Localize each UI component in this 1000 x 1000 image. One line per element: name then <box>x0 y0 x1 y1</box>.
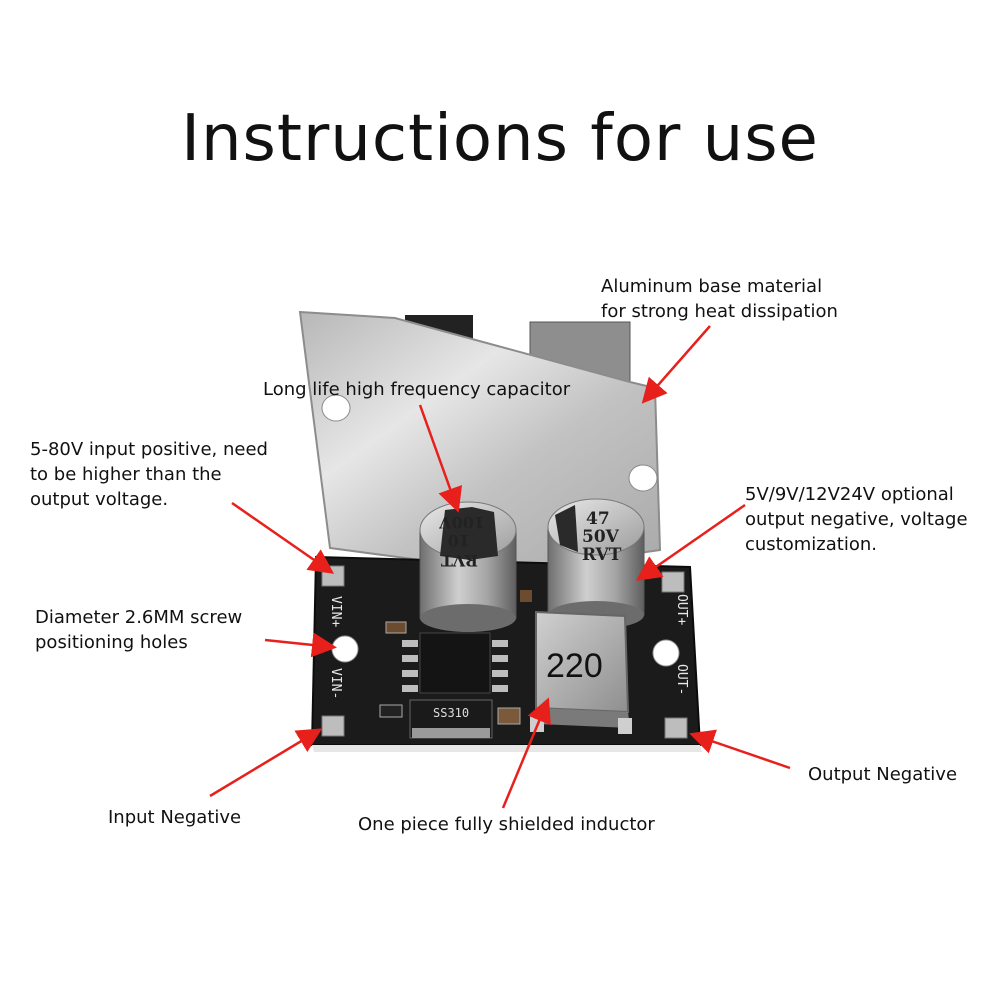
callout-output-negative-voltage: 5V/9V/12V24V optional output negative, v… <box>745 484 968 555</box>
smd-capacitor-1 <box>497 707 521 725</box>
arrow-output-negative-voltage <box>635 503 746 581</box>
cap2-line1: 47 <box>586 509 610 529</box>
callout-capacitor: Long life high frequency capacitor <box>263 379 571 400</box>
cap1-line2: 100V <box>439 513 485 532</box>
capacitor-1 <box>419 501 517 632</box>
ic-pins <box>402 640 508 692</box>
silk-vin-plus: VIN+ <box>328 596 343 627</box>
cap2-line2: 50V <box>582 527 620 547</box>
pad-out-minus <box>664 717 688 739</box>
aluminum-hole-right <box>628 464 658 492</box>
diode-lead <box>412 728 490 738</box>
arrow-input-negative <box>209 728 323 798</box>
callout-input-positive: 5-80V input positive, need to be higher … <box>30 439 268 510</box>
cap2-line3: RVT <box>582 545 622 565</box>
smd-capacitor-2 <box>520 590 532 602</box>
cap1-line1: 10 <box>448 531 470 550</box>
page-title: Instructions for use <box>181 102 819 176</box>
callout-output-negative: Output Negative <box>808 764 958 785</box>
aluminum-hole-left <box>321 394 351 422</box>
smd-resistor-1 <box>385 621 407 634</box>
arrow-capacitor <box>418 404 463 513</box>
smd-resistor-2 <box>379 704 403 718</box>
pad-out-plus <box>661 571 685 593</box>
screw-hole-right <box>652 639 680 667</box>
cap1-line3: RVT <box>441 551 478 570</box>
silk-vin-minus: VIN- <box>328 668 343 699</box>
callout-input-negative: Input Negative <box>108 807 242 828</box>
ic-chip <box>419 632 491 694</box>
shielded-inductor <box>530 610 632 734</box>
screw-hole-left <box>331 635 359 663</box>
silk-out-plus: OUT+ <box>674 594 689 625</box>
arrow-screw-holes <box>264 632 337 658</box>
pad-vin-minus <box>321 715 345 737</box>
silk-out-minus: OUT- <box>674 664 689 695</box>
arrow-aluminum <box>641 325 711 404</box>
arrow-inductor <box>501 697 551 809</box>
callout-inductor: One piece fully shielded inductor <box>358 814 655 835</box>
arrow-input-positive <box>231 501 335 574</box>
arrow-output-negative <box>689 729 791 770</box>
callout-aluminum: Aluminum base material for strong heat d… <box>601 276 838 322</box>
callout-screw-holes: Diameter 2.6MM screw positioning holes <box>35 607 243 653</box>
diode-marking: SS310 <box>433 706 469 720</box>
pcb-edge <box>312 745 702 752</box>
inductor-marking: 220 <box>546 647 603 685</box>
